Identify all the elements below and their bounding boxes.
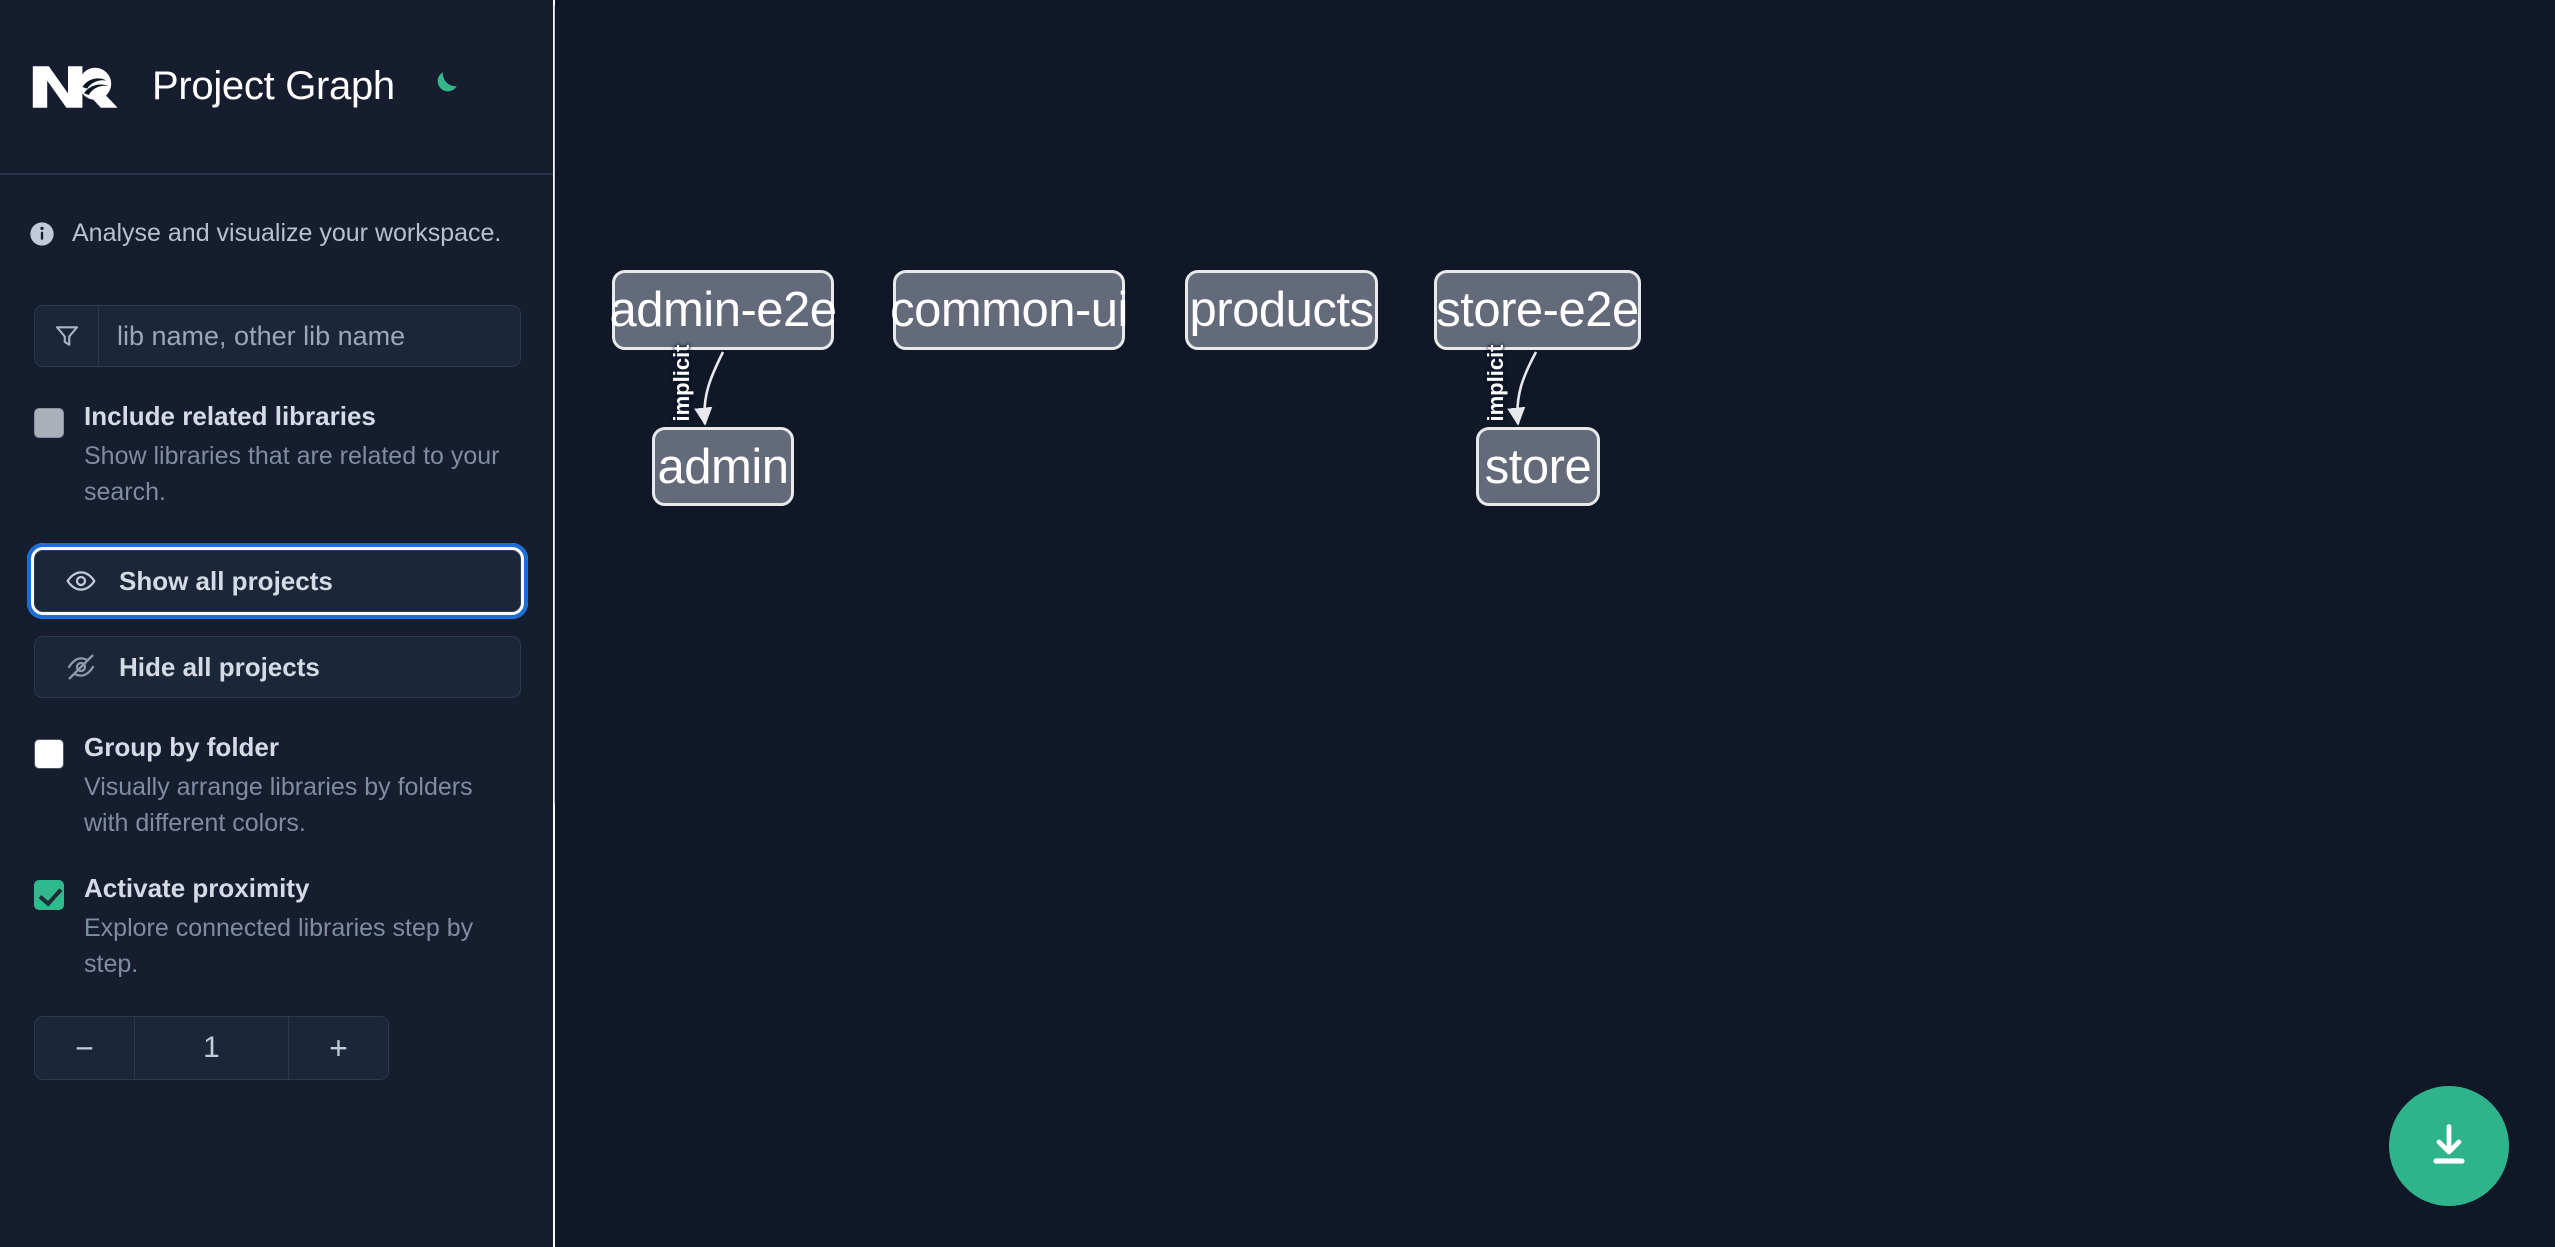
graph-node-store[interactable]: store — [1476, 427, 1600, 506]
graph-node-admin-e2e[interactable]: admin-e2e — [609, 270, 837, 350]
page-title: Project Graph — [152, 64, 395, 108]
group-by-folder-label: Group by folder — [84, 732, 279, 762]
workspace-info: Analyse and visualize your workspace. — [28, 175, 521, 248]
theme-toggle-button[interactable] — [421, 64, 467, 110]
eye-off-icon — [65, 651, 97, 683]
proximity-decrement-button[interactable]: − — [35, 1017, 135, 1079]
download-icon — [2423, 1119, 2475, 1174]
hide-all-projects-label: Hide all projects — [119, 651, 320, 682]
graph-node-common-ui[interactable]: common-ui — [890, 270, 1128, 350]
sidebar: Project Graph Analyse and v — [0, 0, 555, 1247]
download-graph-button[interactable] — [2389, 1086, 2509, 1206]
proximity-stepper[interactable]: − 1 + — [34, 1016, 389, 1080]
eye-icon — [65, 565, 97, 597]
proximity-increment-button[interactable]: + — [288, 1017, 388, 1079]
hide-all-projects-button[interactable]: Hide all projects — [34, 636, 521, 698]
proximity-value: 1 — [135, 1017, 288, 1079]
nx-logo — [28, 54, 124, 120]
include-related-libraries-description: Show libraries that are related to your … — [84, 442, 500, 506]
workspace-info-text: Analyse and visualize your workspace. — [72, 219, 502, 247]
filter-funnel-icon — [35, 306, 99, 366]
sidebar-header: Project Graph — [0, 0, 555, 175]
graph-edges — [694, 351, 1538, 426]
search-input[interactable] — [99, 306, 520, 366]
activate-proximity-description: Explore connected libraries step by step… — [84, 914, 474, 978]
info-circle-icon — [28, 220, 56, 248]
graph-edge-label-store-implicit: implicit — [1483, 344, 1508, 422]
search-field[interactable] — [34, 305, 521, 367]
option-include-related-libraries[interactable]: Include related libraries Show libraries… — [34, 403, 521, 510]
option-activate-proximity[interactable]: Activate proximity Explore connected lib… — [34, 875, 521, 982]
sidebar-scrollbar[interactable] — [553, 0, 555, 1247]
include-related-libraries-label: Include related libraries — [84, 401, 376, 431]
graph-canvas[interactable]: admin-e2e common-ui products store-e2e a… — [555, 0, 2555, 1247]
include-related-libraries-checkbox[interactable] — [34, 408, 64, 438]
group-by-folder-description: Visually arrange libraries by folders wi… — [84, 773, 473, 837]
graph-edge-label-admin-implicit: implicit — [669, 344, 694, 422]
moon-icon — [427, 68, 461, 105]
graph-node-admin[interactable]: admin — [652, 427, 794, 506]
activate-proximity-checkbox[interactable] — [34, 880, 64, 910]
project-visibility-buttons: Show all projects Hide all projects — [27, 543, 528, 698]
graph-node-store-e2e[interactable]: store-e2e — [1434, 270, 1641, 350]
graph-node-products[interactable]: products — [1185, 270, 1378, 350]
group-by-folder-checkbox[interactable] — [34, 739, 64, 769]
option-group-by-folder[interactable]: Group by folder Visually arrange librari… — [34, 734, 521, 841]
sidebar-body: Analyse and visualize your workspace. In… — [0, 175, 555, 1080]
show-all-projects-button[interactable]: Show all projects — [27, 543, 528, 619]
sidebar-scrollbar-thumb[interactable] — [554, 2, 555, 807]
show-all-projects-label: Show all projects — [119, 565, 333, 596]
activate-proximity-label: Activate proximity — [84, 873, 310, 903]
